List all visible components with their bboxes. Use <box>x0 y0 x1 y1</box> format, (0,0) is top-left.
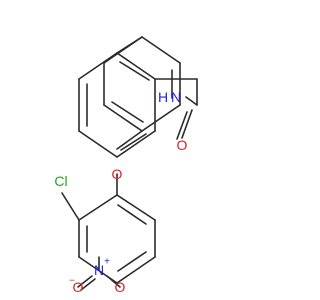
bond-line <box>116 256 156 284</box>
nitro-oxygen-charge: − <box>69 276 75 287</box>
atom-labels: N H O O Cl N + O O − <box>54 89 187 295</box>
bond-line <box>61 192 80 221</box>
nitro-nitrogen-charge: + <box>104 257 110 268</box>
bond-line <box>185 96 198 106</box>
bond-line <box>116 130 156 158</box>
chlorine-label: Cl <box>54 173 67 189</box>
bond-line <box>103 104 143 132</box>
nitro-nitrogen-label: N <box>94 262 104 278</box>
bond-line <box>77 275 93 288</box>
amide-hydrogen-label: H <box>158 89 168 105</box>
molecule-canvas: N H O O Cl N + O O − <box>54 36 198 295</box>
bond-line <box>78 52 118 80</box>
bond-line <box>119 61 150 81</box>
bond-line <box>176 111 188 140</box>
bond-line <box>106 275 121 288</box>
bond-line <box>117 251 147 272</box>
molecule-structure: N H O O Cl N + O O − <box>54 36 198 295</box>
bond-line <box>80 278 96 291</box>
bond-line <box>116 194 156 221</box>
nitro-oxygen-bottom-label: O <box>73 279 84 295</box>
bond-line <box>78 130 118 158</box>
bond-lines <box>61 36 198 291</box>
ether-oxygen-label: O <box>112 166 123 182</box>
amide-nitrogen-label: N <box>171 89 181 105</box>
bond-line <box>103 36 143 64</box>
bond-line <box>116 130 143 150</box>
bond-line <box>181 109 193 139</box>
bond-line <box>141 36 181 64</box>
bond-line <box>120 133 147 151</box>
nitro-oxygen-top-label: O <box>115 279 126 295</box>
bond-line <box>117 204 147 225</box>
bond-line <box>111 101 144 123</box>
bond-line <box>141 104 181 132</box>
bond-line <box>78 194 118 221</box>
carbonyl-oxygen-label: O <box>177 137 188 153</box>
bond-line <box>116 52 156 80</box>
